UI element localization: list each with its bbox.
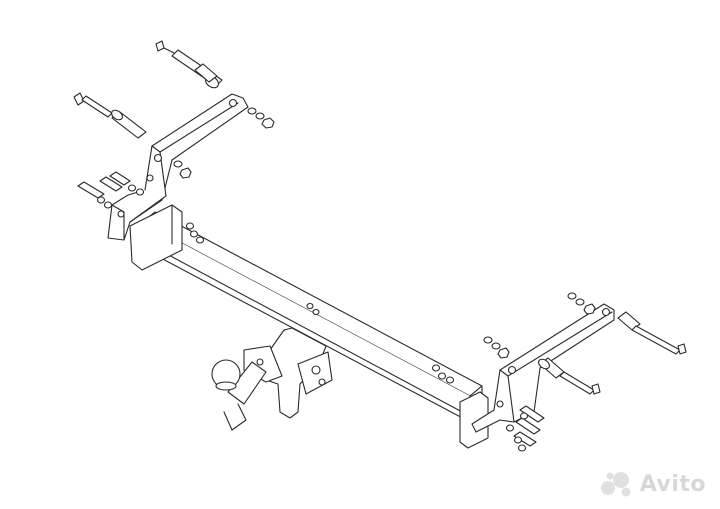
avito-logo-icon	[600, 472, 631, 497]
right-washers	[484, 293, 595, 358]
main-crossbar	[130, 205, 488, 448]
left-top-bolt	[156, 41, 222, 90]
crossbar-nuts	[187, 223, 454, 383]
tow-ball-arm	[212, 328, 332, 430]
left-top-washers	[174, 108, 274, 178]
left-mounting-bracket	[108, 94, 248, 240]
watermark-text: Avito	[639, 471, 706, 497]
left-small-bolts	[78, 172, 144, 208]
right-small-bolts	[507, 406, 545, 451]
avito-watermark: Avito	[600, 471, 706, 497]
right-top-bolt	[618, 312, 686, 354]
left-second-bolt	[74, 93, 146, 138]
right-second-bolt	[537, 357, 600, 394]
